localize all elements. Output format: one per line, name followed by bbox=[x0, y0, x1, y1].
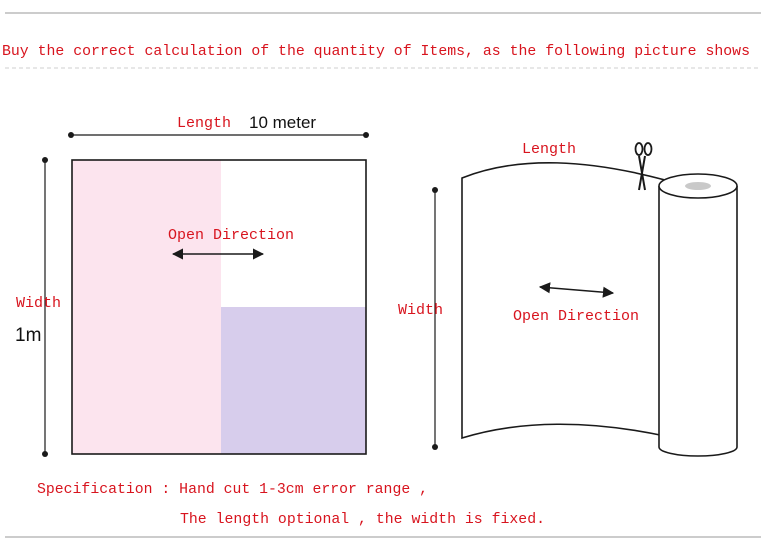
sheet-width-label: Width bbox=[16, 295, 61, 312]
sheet-direction-label: Open Direction bbox=[168, 227, 294, 244]
roll-sheet-outline bbox=[461, 161, 666, 440]
sheet-length-label: Length bbox=[177, 115, 231, 132]
roll-direction-arrow bbox=[538, 282, 615, 298]
roll-direction-label: Open Direction bbox=[513, 308, 639, 325]
sheet-length-value: 10 meter bbox=[249, 113, 316, 132]
length-note-text: The length optional , the width is fixed… bbox=[180, 511, 545, 528]
sheet-lavender-area bbox=[221, 307, 366, 454]
roll-figure: Length Width Open Direction bbox=[398, 141, 738, 457]
scissors-icon bbox=[634, 142, 653, 191]
roll-width-dimension-end bbox=[432, 187, 438, 193]
length-dimension-end bbox=[68, 132, 74, 138]
sheet-pink-area bbox=[72, 160, 221, 454]
roll-cylinder-body bbox=[658, 186, 738, 457]
sheet-width-value: 1m bbox=[15, 325, 41, 346]
sheet-outline bbox=[71, 159, 367, 455]
length-dimension-end bbox=[363, 132, 369, 138]
header-instruction: Buy the correct calculation of the quant… bbox=[2, 42, 750, 60]
roll-length-label: Length bbox=[522, 141, 576, 158]
roll-width-dimension-end bbox=[432, 444, 438, 450]
roll-width-label: Width bbox=[398, 302, 443, 319]
width-dimension-end bbox=[42, 451, 48, 457]
sheet-figure: Length 10 meter Width 1m Open Direction bbox=[15, 113, 369, 457]
roll-core bbox=[685, 182, 711, 190]
specification-text: Specification : Hand cut 1-3cm error ran… bbox=[37, 481, 428, 498]
width-dimension-end bbox=[42, 157, 48, 163]
